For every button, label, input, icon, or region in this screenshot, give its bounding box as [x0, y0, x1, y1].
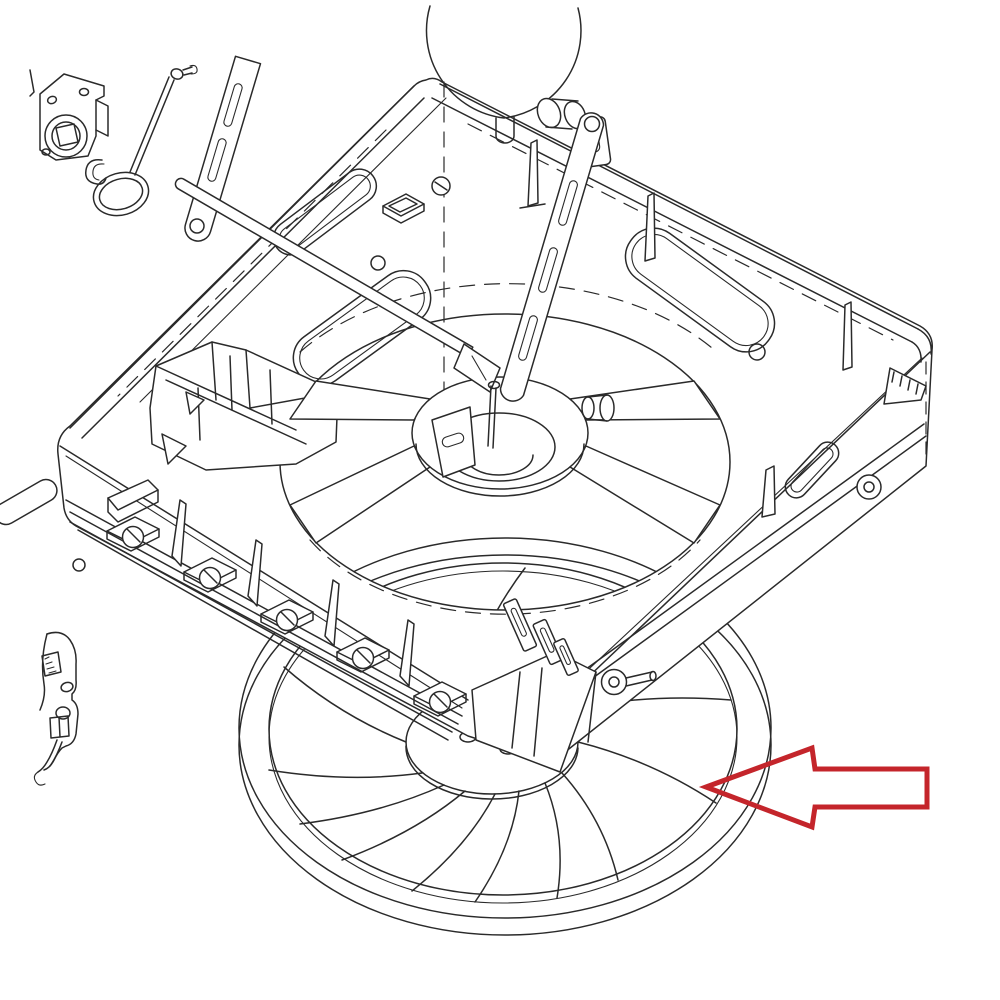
fan-rim-band [238, 554, 772, 936]
serrated-tab [883, 367, 927, 405]
motor-mount-ring [411, 376, 615, 497]
rod-pin [487, 385, 497, 449]
rail-gussets [171, 499, 415, 687]
handle-slot [784, 441, 840, 499]
base-pan [0, 77, 933, 762]
hook-wire [84, 64, 198, 217]
line-art [0, 5, 933, 936]
hold-down-strap-right [499, 97, 605, 402]
fan-orifice [289, 376, 721, 544]
callout-arrow [698, 744, 930, 831]
rail-screws [106, 516, 467, 717]
pan-clip-and-screw [382, 176, 451, 224]
slotted-post [532, 618, 564, 666]
mounting-bracket-top-left [29, 69, 109, 161]
ring-side-boss [599, 394, 615, 422]
fan-rim-inner-lip [268, 570, 738, 904]
front-right-wall [581, 367, 927, 681]
fan-rim-outer [238, 537, 772, 919]
slotted-post [502, 598, 538, 652]
round-boss [856, 474, 882, 500]
pan-ribs [519, 139, 853, 518]
front-corner-block [471, 598, 657, 773]
pivot-boss [600, 668, 628, 696]
slotted-post [553, 638, 579, 676]
ring-wedge-bracket [431, 406, 476, 478]
support-rod [174, 177, 501, 449]
pan-hidden-lines [117, 81, 927, 615]
left-corner-mount [107, 341, 339, 523]
part-bottom-left [33, 631, 79, 786]
square-drive-boss [44, 114, 88, 158]
front-left-rail [65, 499, 467, 741]
pivot-bushing [536, 97, 562, 129]
